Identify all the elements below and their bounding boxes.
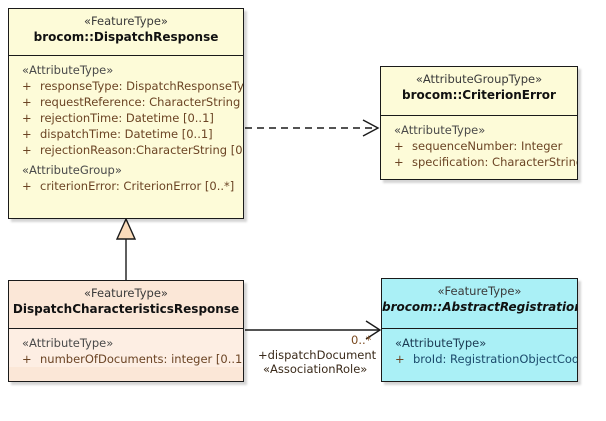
class-stereotype: «FeatureType» <box>84 14 168 28</box>
generalization-connector <box>115 217 137 280</box>
association-stereotype-label: «AssociationRole» <box>263 362 368 376</box>
class-stereotype: «FeatureType» <box>84 286 168 300</box>
class-stereotype: «AttributeGroupType» <box>415 72 543 86</box>
attribute-row: + rejectionReason:CharacterString [0.1] <box>9 142 243 158</box>
class-name: brocom::DispatchResponse <box>33 30 219 44</box>
attribute-text: specification: CharacterString <box>412 155 578 169</box>
attribute-row: + criterionError: CriterionError [0..*] <box>9 178 243 194</box>
class-body-dispatch-response: «AttributeType» + responseType: DispatchR… <box>9 56 243 194</box>
class-body-dispatch-characteristics-response: «AttributeType» + numberOfDocuments: inte… <box>9 329 243 367</box>
attribute-visibility: + <box>22 79 32 93</box>
attribute-text: broId: RegistrationObjectCode {id} <box>413 352 578 366</box>
attribute-text: rejectionReason:CharacterString [0.1] <box>40 143 244 157</box>
attribute-group-stereotype: «AttributeType» <box>22 336 114 350</box>
attribute-row: + rejectionTime: Datetime [0..1] <box>9 110 243 126</box>
attribute-text: dispatchTime: Datetime [0..1] <box>40 127 213 141</box>
attribute-visibility: + <box>22 95 32 109</box>
attribute-text: responseType: DispatchResponseType <box>40 79 244 93</box>
class-header-dispatch-response: «FeatureType» brocom::DispatchResponse <box>9 9 243 56</box>
class-box-dispatch-characteristics-response[interactable]: «FeatureType» DispatchCharacteristicsRes… <box>8 280 244 382</box>
class-name: brocom::CriterionError <box>402 88 556 102</box>
attribute-visibility: + <box>22 352 32 366</box>
attribute-row: + sequenceNumber: Integer <box>381 138 577 154</box>
attribute-visibility: + <box>22 111 32 125</box>
class-box-abstract-registration-object[interactable]: «FeatureType» brocom::AbstractRegistrati… <box>381 278 578 382</box>
attribute-group-stereotype: «AttributeType» <box>22 63 114 77</box>
attribute-group-stereotype: «AttributeType» <box>394 123 486 137</box>
attribute-visibility: + <box>22 143 32 157</box>
attribute-row: + specification: CharacterString <box>381 154 577 170</box>
attribute-text: numberOfDocuments: integer [0..1] <box>40 352 244 366</box>
class-box-criterion-error[interactable]: «AttributeGroupType» brocom::CriterionEr… <box>380 66 578 180</box>
attribute-text: sequenceNumber: Integer <box>412 139 563 153</box>
attribute-visibility: + <box>22 179 32 193</box>
class-header-abstract-registration-object: «FeatureType» brocom::AbstractRegistrati… <box>382 279 577 329</box>
attribute-group-stereotype: «AttributeType» <box>395 336 487 350</box>
dependency-connector <box>245 119 380 137</box>
attribute-text: requestReference: CharacterString <box>40 95 241 109</box>
class-body-abstract-registration-object: «AttributeType» + broId: RegistrationObje… <box>382 329 577 367</box>
class-name: DispatchCharacteristicsResponse <box>12 302 240 316</box>
class-header-dispatch-characteristics-response: «FeatureType» DispatchCharacteristicsRes… <box>9 281 243 329</box>
class-header-criterion-error: «AttributeGroupType» brocom::CriterionEr… <box>381 67 577 116</box>
class-box-dispatch-response[interactable]: «FeatureType» brocom::DispatchResponse «… <box>8 8 244 219</box>
attribute-row: + responseType: DispatchResponseType <box>9 78 243 94</box>
attribute-row: + dispatchTime: Datetime [0..1] <box>9 126 243 142</box>
class-body-criterion-error: «AttributeType» + sequenceNumber: Integer… <box>381 116 577 170</box>
attribute-visibility: + <box>394 139 404 153</box>
attribute-text: rejectionTime: Datetime [0..1] <box>40 111 214 125</box>
class-name: brocom::AbstractRegistrationObject <box>382 300 577 314</box>
attribute-row: + numberOfDocuments: integer [0..1] <box>9 351 243 367</box>
attribute-visibility: + <box>394 155 404 169</box>
attribute-group-stereotype: «AttributeGroup» <box>22 163 122 177</box>
attribute-row: + broId: RegistrationObjectCode {id} <box>382 351 577 367</box>
class-stereotype: «FeatureType» <box>437 284 522 298</box>
attribute-text: criterionError: CriterionError [0..*] <box>40 179 235 193</box>
attribute-visibility: + <box>395 352 405 366</box>
association-role-label: +dispatchDocument <box>258 348 377 362</box>
attribute-row: + requestReference: CharacterString <box>9 94 243 110</box>
association-multiplicity-label: 0..* <box>351 333 372 347</box>
attribute-visibility: + <box>22 127 32 141</box>
